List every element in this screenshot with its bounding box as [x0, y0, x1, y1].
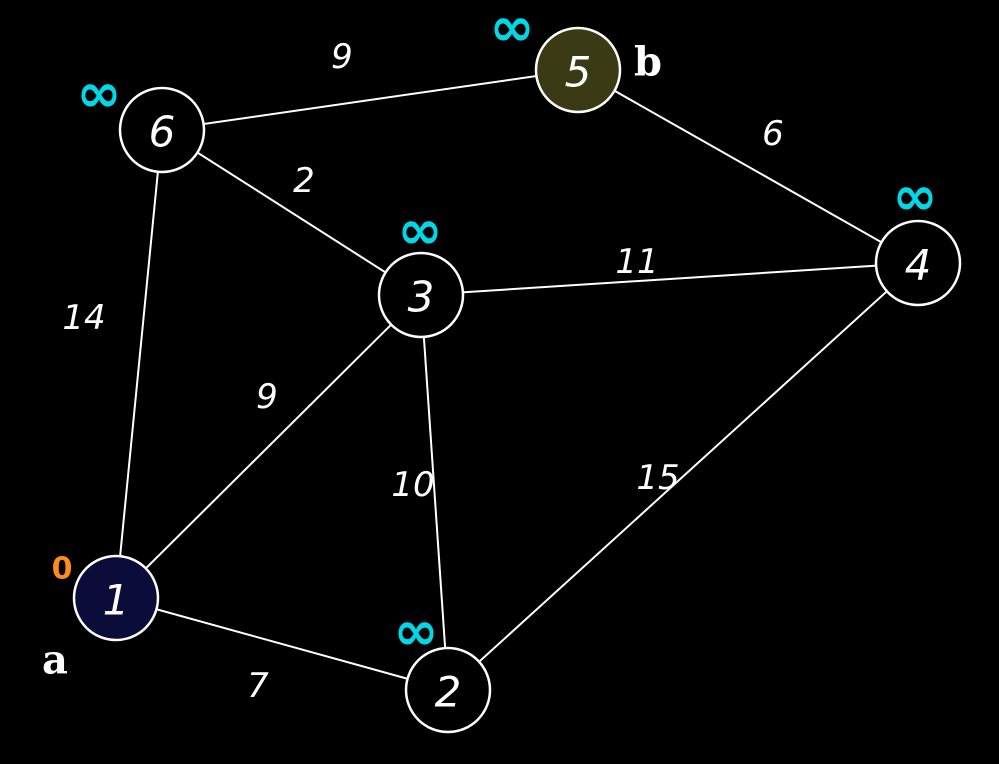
edge-1-2: [115, 597, 449, 691]
edge-1-3: [115, 294, 422, 599]
node-circle-6: [118, 86, 206, 174]
node-distance-5: ∞: [490, 0, 535, 59]
edge-2-3: [420, 294, 449, 691]
edge-3-4: [420, 262, 919, 296]
edge-weight-1-6: 14: [62, 298, 105, 338]
node-label-3: 3: [408, 273, 435, 322]
edge-5-6: [161, 69, 579, 131]
node-distance-6: ∞: [77, 62, 122, 125]
edge-weight-5-6: 9: [331, 37, 353, 77]
node-label-1: 1: [103, 576, 130, 625]
node-circle-2: [404, 646, 492, 734]
edge-3-6: [161, 129, 422, 296]
node-tag-1: a: [42, 637, 68, 684]
node-1: 1: [72, 554, 160, 642]
node-6: 6: [118, 86, 206, 174]
nodes-layer: 1 2 3 4 5 6: [72, 26, 962, 734]
node-2: 2: [404, 646, 492, 734]
edge-weight-1-2: 7: [247, 666, 269, 706]
node-circle-5: [534, 26, 622, 114]
edge-weight-4-5: 6: [762, 114, 784, 154]
edge-weight-2-4: 15: [636, 458, 679, 498]
node-circle-4: [874, 219, 962, 307]
edge-weight-3-6: 2: [293, 161, 315, 201]
node-circle-3: [377, 251, 465, 339]
edge-weight-2-3: 10: [391, 465, 434, 505]
node-annotations-layer: 0 a ∞ ∞ ∞ ∞ b ∞: [42, 0, 937, 684]
edge-weight-1-3: 9: [256, 377, 278, 417]
node-4: 4: [874, 219, 962, 307]
edge-2-4: [447, 262, 919, 691]
node-distance-2: ∞: [394, 600, 439, 663]
node-label-6: 6: [149, 108, 176, 157]
edge-4-5: [577, 69, 919, 264]
node-label-2: 2: [435, 668, 462, 717]
node-label-4: 4: [905, 241, 932, 290]
node-circle-1: [72, 554, 160, 642]
node-distance-4: ∞: [893, 165, 938, 228]
node-3: 3: [377, 251, 465, 339]
edge-1-6: [115, 129, 163, 599]
node-5: 5: [534, 26, 622, 114]
node-label-5: 5: [565, 48, 592, 97]
edges-layer: [115, 69, 919, 691]
edge-weight-3-4: 11: [615, 242, 658, 282]
node-distance-1: 0: [52, 552, 73, 587]
node-tag-5: b: [634, 39, 662, 86]
node-distance-3: ∞: [398, 199, 443, 262]
